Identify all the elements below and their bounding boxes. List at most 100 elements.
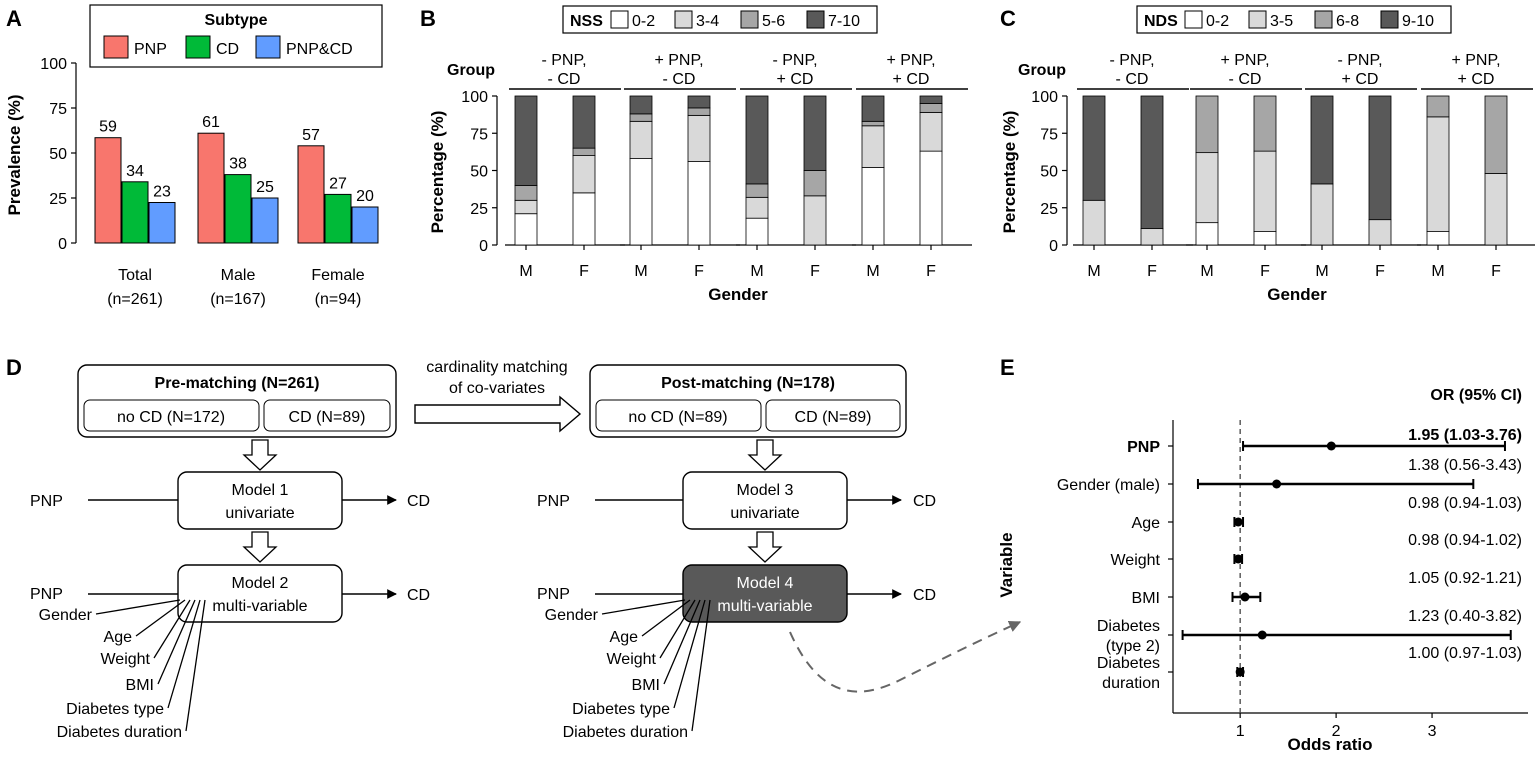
- covariate-line: [95, 599, 181, 615]
- post-no-cd-box: [595, 399, 762, 432]
- panel-label-b: B: [420, 6, 436, 31]
- model3-input-pnp: PNP: [537, 493, 570, 510]
- bar-segment: [919, 103, 943, 113]
- bar-segment: [1368, 95, 1392, 221]
- category-label: Male: [221, 267, 256, 284]
- category-label: (n=261): [107, 291, 163, 308]
- y-axis-label: Percentage (%): [428, 111, 447, 234]
- covariate-label: BMI: [632, 677, 660, 694]
- group-label: - CD: [663, 71, 696, 88]
- y-tick-label: 100: [40, 56, 67, 73]
- bar-segment: [629, 95, 653, 115]
- legend-label: 3-4: [696, 13, 719, 30]
- group-label: - CD: [1229, 71, 1262, 88]
- bar-cd: [324, 193, 352, 244]
- bar-segment: [572, 147, 596, 156]
- or-value: 1.05 (0.92-1.21): [1408, 570, 1522, 587]
- bar-segment: [1426, 95, 1450, 118]
- legend-swatch: [1184, 10, 1203, 29]
- covariate-line: [659, 599, 696, 659]
- covariate-label: Age: [104, 629, 133, 646]
- bar-segment: [687, 114, 711, 162]
- row-label: Diabetes: [1097, 618, 1160, 635]
- or-column-header: OR (95% CI): [1430, 387, 1522, 404]
- covariate-line: [157, 599, 196, 685]
- bar-segment: [1195, 152, 1219, 224]
- model4-line1: Model 4: [737, 575, 794, 592]
- pre-no-cd-label: no CD (N=172): [117, 409, 225, 426]
- y-tick-label: 0: [58, 236, 67, 253]
- pre-cd-box: [263, 399, 391, 432]
- x-tick-label: 3: [1428, 723, 1437, 740]
- x-tick-label: 1: [1236, 723, 1245, 740]
- covariate-line: [601, 599, 686, 615]
- bar-segment: [629, 158, 653, 246]
- model4-line2: multi-variable: [717, 598, 812, 615]
- bar-segment: [514, 184, 538, 201]
- legend-label: 0-2: [632, 13, 655, 30]
- pre-matching-title: Pre-matching (N=261): [155, 375, 320, 392]
- covariate-label: BMI: [126, 677, 154, 694]
- bar-segment: [1310, 95, 1334, 185]
- bar-segment: [745, 217, 769, 246]
- covariate-label: Gender: [545, 607, 599, 624]
- x-tick-label: M: [1200, 263, 1213, 280]
- legend-title: Subtype: [204, 12, 267, 29]
- row-label: BMI: [1132, 590, 1160, 607]
- or-value: 0.98 (0.94-1.03): [1408, 495, 1522, 512]
- covariate-label: Diabetes duration: [563, 724, 688, 741]
- legend-title: NDS: [1144, 13, 1178, 30]
- covariate-line: [691, 599, 711, 732]
- covariate-line: [673, 599, 706, 709]
- point-estimate: [1235, 667, 1245, 677]
- bar-segment: [514, 95, 538, 186]
- covariate-line: [135, 599, 186, 637]
- x-tick-labels: Total(n=261)Male(n=167)Female(n=94): [107, 267, 365, 308]
- model2-line2: multi-variable: [212, 598, 307, 615]
- legend-title: NSS: [570, 13, 603, 30]
- group-label: - CD: [548, 71, 581, 88]
- or-value: 1.95 (1.03-3.76): [1408, 427, 1522, 444]
- post-no-cd-label: no CD (N=89): [628, 409, 727, 426]
- y-tick-label: 75: [49, 101, 67, 118]
- bar-segment: [514, 199, 538, 215]
- y-tick-label: 100: [461, 89, 488, 106]
- bar-segment: [1253, 95, 1277, 152]
- model2-line1: Model 2: [232, 575, 289, 592]
- covariate-label: Age: [610, 629, 639, 646]
- bar-segment: [745, 183, 769, 198]
- group-label: - PNP,: [1109, 52, 1154, 69]
- x-tick-label: M: [1087, 263, 1100, 280]
- group-label: - PNP,: [1337, 52, 1382, 69]
- bar-segment: [514, 213, 538, 246]
- bar-segment: [1140, 228, 1164, 246]
- y-tick-label: 25: [49, 191, 67, 208]
- point-estimate: [1257, 630, 1267, 640]
- data-label: 25: [256, 179, 274, 196]
- legend-swatch: [674, 10, 693, 29]
- group-label: + PNP,: [886, 52, 935, 69]
- legend-swatch-cd: [185, 35, 211, 59]
- bar-segment: [861, 125, 885, 168]
- data-label: 61: [202, 114, 220, 131]
- model1-output-cd: CD: [407, 493, 430, 510]
- bar-segment: [572, 192, 596, 246]
- bar-segment: [1484, 173, 1508, 246]
- bar-segment: [1140, 95, 1164, 230]
- model1-line1: Model 1: [232, 482, 289, 499]
- covariate-line: [663, 599, 701, 685]
- matching-label-line1: cardinality matching: [426, 359, 567, 376]
- point-estimate: [1240, 592, 1250, 602]
- y-axis-label: Prevalence (%): [5, 95, 24, 216]
- group-title: Group: [447, 62, 495, 79]
- legend-swatch: [1314, 10, 1333, 29]
- y-tick-label: 75: [470, 126, 488, 143]
- bar-segment: [919, 150, 943, 246]
